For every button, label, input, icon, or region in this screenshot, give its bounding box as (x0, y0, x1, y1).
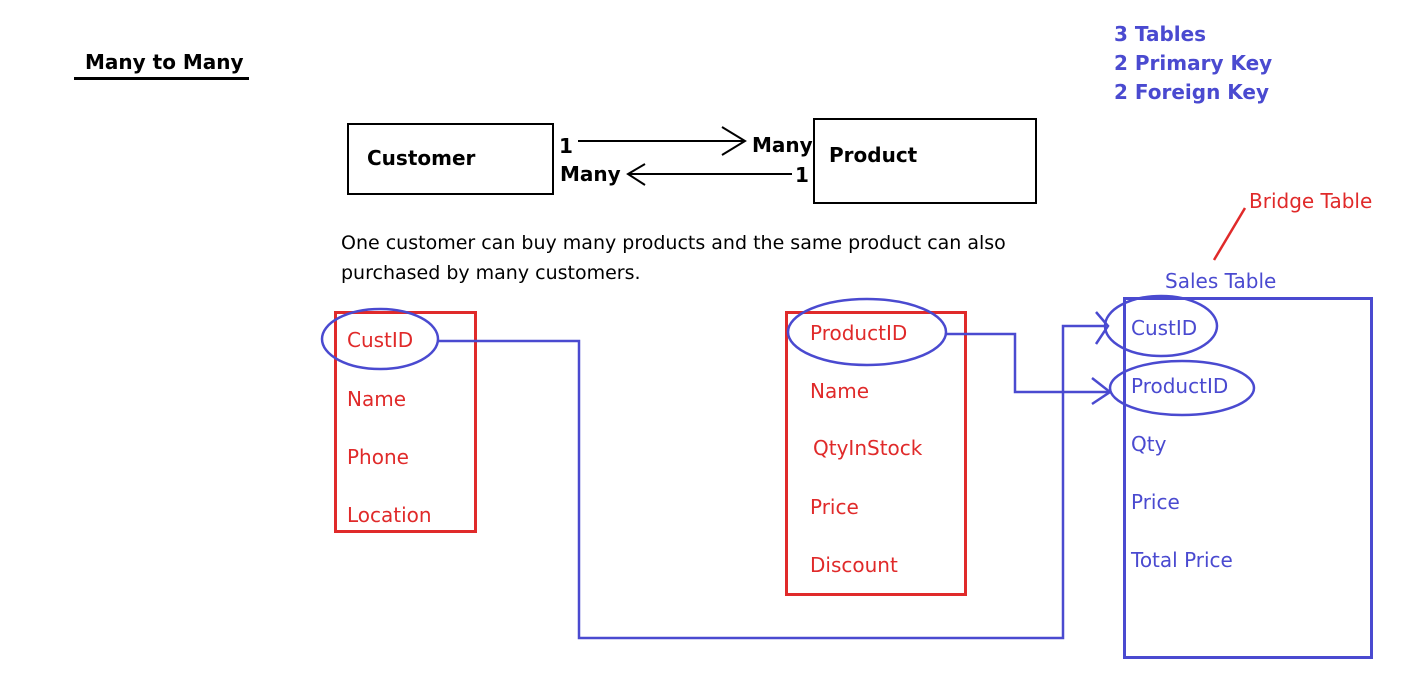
backward-arrowhead (626, 163, 646, 186)
summary-primary-key: 2 Primary Key (1114, 51, 1273, 75)
sales-field-custid: CustID (1131, 316, 1198, 340)
cardinality-top-left: 1 (559, 134, 573, 158)
product-field-price: Price (810, 495, 859, 519)
product-field-productid: ProductID (810, 321, 908, 345)
sales-field-qty: Qty (1131, 432, 1167, 456)
sales-table (1123, 297, 1373, 659)
summary-tables: 3 Tables (1114, 22, 1207, 46)
bridge-table-pointer (1212, 207, 1247, 261)
product-entity-label: Product (829, 143, 918, 167)
cardinality-bottom-right: 1 (795, 163, 809, 187)
product-pk-ellipse (786, 297, 948, 367)
title-underline (74, 77, 249, 80)
product-entity (813, 118, 1037, 204)
custid-connector-arrowhead (1094, 311, 1110, 345)
sales-field-total-price: Total Price (1131, 548, 1233, 572)
product-table (785, 311, 967, 596)
custid-connector (438, 324, 1105, 640)
customer-field-custid: CustID (347, 328, 414, 352)
sales-table-name: Sales Table (1165, 269, 1277, 293)
summary-notes: 3 Tables 2 Primary Key 2 Foreign Key (1114, 20, 1272, 107)
customer-entity-label: Customer (367, 146, 476, 170)
customer-pk-ellipse (320, 307, 440, 371)
customer-field-name: Name (347, 387, 407, 411)
customer-entity (347, 123, 554, 195)
sales-field-productid: ProductID (1131, 374, 1229, 398)
page-title: Many to Many (85, 50, 244, 74)
cardinality-bottom-left: Many (560, 162, 621, 186)
summary-foreign-key: 2 Foreign Key (1114, 80, 1270, 104)
sales-productid-fk-ellipse (1108, 359, 1256, 417)
productid-connector-arrowhead (1091, 377, 1113, 406)
product-field-discount: Discount (810, 553, 898, 577)
sales-custid-fk-ellipse (1103, 294, 1219, 358)
relationship-description: One customer can buy many products and t… (341, 228, 1041, 288)
sales-field-price: Price (1131, 490, 1180, 514)
bridge-table-annotation: Bridge Table (1249, 189, 1373, 213)
productid-connector (946, 332, 1108, 394)
forward-arrowhead (721, 126, 747, 156)
customer-field-phone: Phone (347, 445, 409, 469)
customer-field-location: Location (347, 503, 432, 527)
cardinality-top-right: Many (752, 133, 813, 157)
description-line-2: purchased by many customers. (341, 262, 641, 284)
description-line-1: One customer can buy many products and t… (341, 232, 1006, 254)
product-field-qtyinstock: QtyInStock (813, 436, 923, 460)
product-field-name: Name (810, 379, 870, 403)
